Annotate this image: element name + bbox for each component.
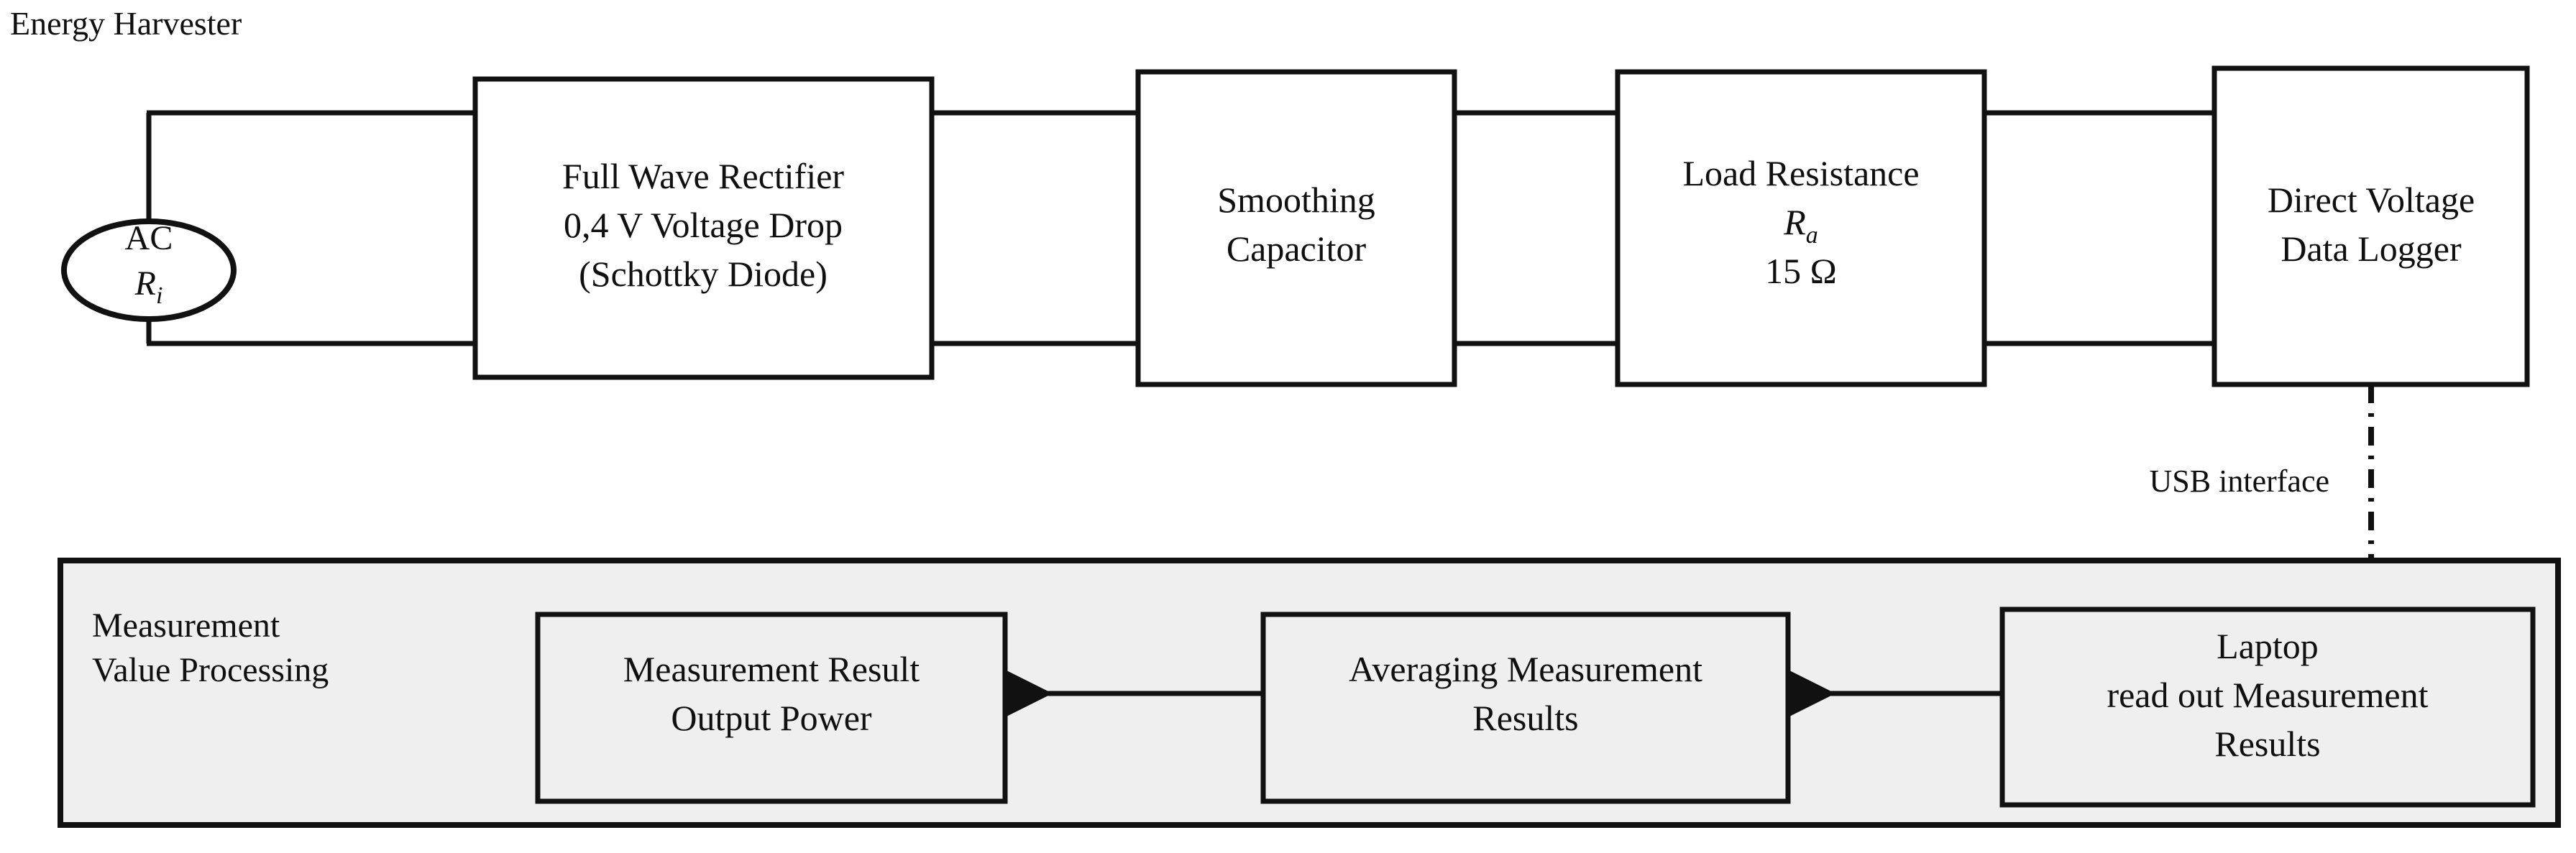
- direct-voltage-data-logger-box[interactable]: [2211, 65, 2530, 387]
- ac-source-resistance-symbol: R: [134, 264, 156, 303]
- measurement-result-output-power-line-1: Measurement Result: [623, 649, 920, 689]
- smoothing-capacitor-line-2: Capacitor: [1227, 229, 1367, 269]
- panel-label-line-1: Measurement: [92, 607, 280, 645]
- full-wave-rectifier-line-3: (Schottky Diode): [579, 254, 828, 294]
- smoothing-capacitor-line-1: Smoothing: [1217, 180, 1375, 220]
- load-resistance-value: 15 Ω: [1765, 251, 1837, 291]
- ac-source-resistance-subscript: i: [156, 282, 162, 309]
- direct-voltage-data-logger-line-1: Direct Voltage: [2268, 180, 2475, 220]
- load-resistance-box[interactable]: [1615, 69, 1987, 387]
- averaging-measurement-results-line-1: Averaging Measurement: [1349, 649, 1702, 689]
- ac-source-internal-resistance: Ri: [134, 264, 163, 309]
- full-wave-rectifier-line-1: Full Wave Rectifier: [562, 156, 845, 196]
- laptop-read-out-measurement-results-box[interactable]: [1999, 607, 2536, 808]
- direct-voltage-data-logger-line-2: Data Logger: [2281, 229, 2462, 269]
- smoothing-capacitor-box[interactable]: [1135, 69, 1457, 387]
- load-resistance-symbol-line: Ra: [1783, 202, 1818, 249]
- ac-source-label: AC: [125, 219, 173, 257]
- page-title: Energy Harvester: [10, 5, 242, 42]
- laptop-line-3: Results: [2214, 724, 2320, 764]
- laptop-line-1: Laptop: [2217, 626, 2319, 666]
- load-resistance-line-1: Load Resistance: [1682, 153, 1919, 193]
- measurement-result-output-power-line-2: Output Power: [671, 698, 872, 738]
- full-wave-rectifier-line-2: 0,4 V Voltage Drop: [564, 205, 843, 245]
- averaging-measurement-results-box[interactable]: [1260, 612, 1791, 804]
- averaging-measurement-results-line-2: Results: [1472, 698, 1578, 738]
- full-wave-rectifier-box[interactable]: [472, 76, 935, 380]
- laptop-line-2: read out Measurement: [2107, 675, 2428, 715]
- load-resistance-subscript: a: [1806, 222, 1818, 249]
- panel-label-line-2: Value Processing: [92, 651, 329, 689]
- ac-source-symbol: [61, 218, 237, 322]
- usb-interface-label: USB interface: [2150, 464, 2329, 499]
- load-resistance-symbol: R: [1783, 202, 1806, 242]
- measurement-result-output-power-box[interactable]: [535, 612, 1008, 804]
